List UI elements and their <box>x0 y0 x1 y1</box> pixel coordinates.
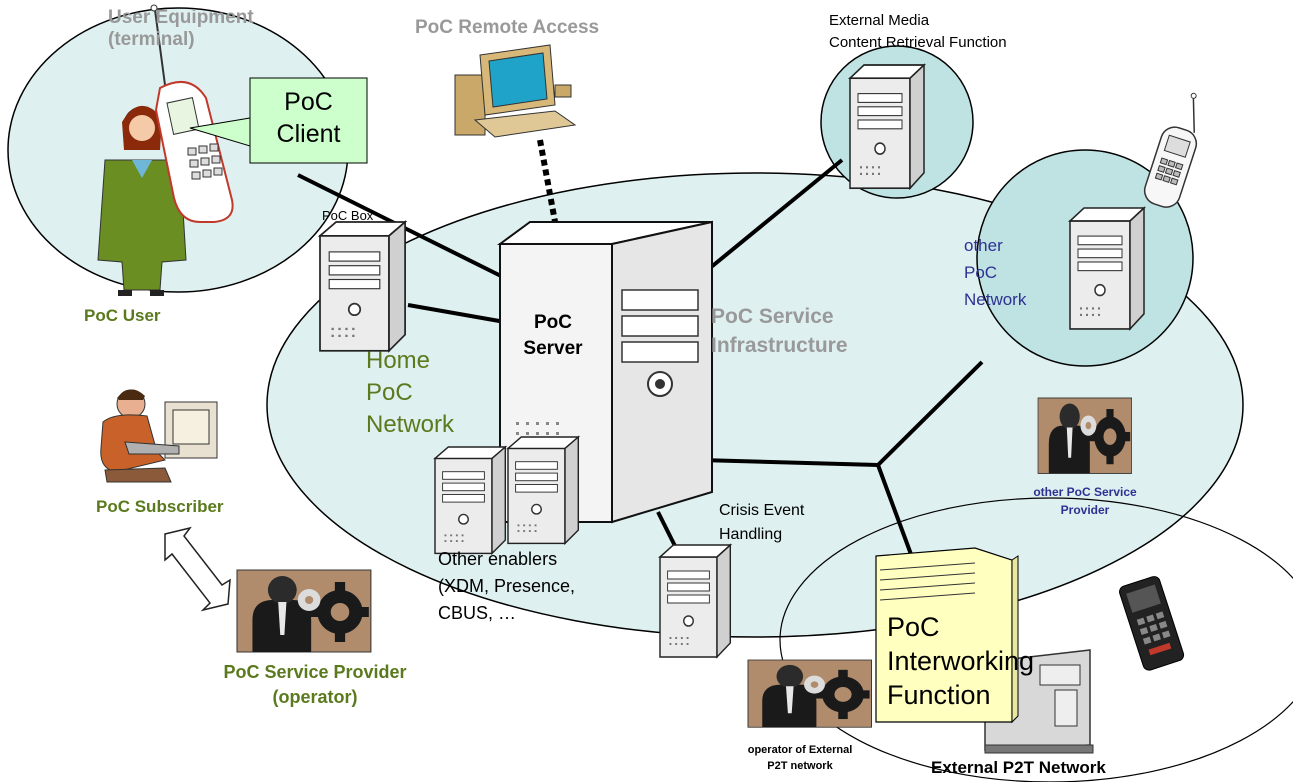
home-poc-network-line-1: Home <box>366 347 431 374</box>
crisis-event-line-1: Crisis Event <box>719 502 805 519</box>
external-p2t-network-area <box>779 497 1293 782</box>
gear-icon <box>747 659 872 728</box>
external-media-line-2: Content Retrieval Function <box>829 34 1007 51</box>
home-poc-network-line-2: PoC <box>366 379 413 406</box>
poc-server-line-1: PoC <box>534 312 572 333</box>
computer-icon <box>454 44 577 138</box>
mobile-phone-icon <box>150 4 234 223</box>
other-enablers-line-3: CBUS, … <box>438 603 517 623</box>
other-provider-line-2: Provider <box>1060 503 1110 517</box>
other-network-server-icon <box>1069 207 1145 330</box>
poc-interworking-line-3: Function <box>887 680 991 710</box>
poc-service-provider-line-1: PoC Service Provider <box>223 662 407 682</box>
poc-interworking-line-1: PoC <box>887 612 940 642</box>
poc-interworking-line-2: Interworking <box>887 646 1035 676</box>
other-poc-network-line-2: PoC <box>964 263 998 282</box>
other-enablers-line-2: (XDM, Presence, <box>438 576 576 596</box>
poc-server-line-2: Server <box>523 338 583 359</box>
subscriber-person-icon <box>100 389 218 483</box>
crisis-event-label: Crisis Event Handling <box>719 499 804 547</box>
other-enablers-label: Other enablers (XDM, Presence, CBUS, … <box>438 546 575 627</box>
poc-service-infra-line-1: PoC Service <box>711 305 834 328</box>
p2t-phone-icon <box>1119 576 1185 671</box>
operator-external-label: operator of External P2T network <box>725 742 875 774</box>
enabler-server-icon <box>507 436 580 545</box>
external-media-line-1: External Media <box>829 12 930 29</box>
external-media-server-icon <box>849 64 925 190</box>
other-enablers-line-1: Other enablers <box>438 549 558 569</box>
poc-service-infrastructure-label: PoC Service Infrastructure <box>711 302 848 360</box>
poc-client-line-2: Client <box>276 120 341 148</box>
crisis-server-icon <box>659 544 732 658</box>
user-equipment-label: User Equipment (terminal) <box>108 7 254 51</box>
service-provider-icon <box>236 569 372 653</box>
service-provider-icon <box>1037 397 1133 474</box>
other-poc-network-line-1: other <box>964 236 1003 255</box>
poc-service-provider-line-2: (operator) <box>272 687 358 707</box>
poc-service-provider-label: PoC Service Provider (operator) <box>190 660 440 710</box>
crisis-event-line-2: Handling <box>719 526 783 543</box>
operator-external-line-1: operator of External <box>747 744 853 756</box>
home-poc-network-line-3: Network <box>366 411 455 438</box>
other-poc-service-provider-label: other PoC Service Provider <box>1010 483 1160 519</box>
external-p2t-network-label: External P2T Network <box>931 758 1106 777</box>
enabler-server-icon <box>434 446 507 555</box>
operator-external-line-2: P2T network <box>767 760 833 772</box>
poc-client-label: PoC Client <box>250 86 367 150</box>
external-media-label: External Media Content Retrieval Functio… <box>829 10 1007 54</box>
poc-interworking-label: PoC Interworking Function <box>887 610 1034 712</box>
poc-box-server-icon <box>319 221 406 352</box>
poc-service-infra-line-2: Infrastructure <box>711 334 848 357</box>
poc-subscriber-label: PoC Subscriber <box>96 497 224 516</box>
mobile-phone-icon <box>1143 92 1198 208</box>
other-poc-network-label: other PoC Network <box>964 232 1026 313</box>
user-equipment-line-1: User Equipment <box>108 7 254 28</box>
poc-interworking-box <box>875 547 1019 724</box>
poc-user-label: PoC User <box>84 306 161 325</box>
poc-remote-access-label: PoC Remote Access <box>415 17 600 38</box>
poc-client-box <box>249 77 368 164</box>
user-equipment-line-2: (terminal) <box>108 29 195 50</box>
double-arrow-icon <box>164 526 231 612</box>
woman-user-icon <box>97 105 187 296</box>
poc-client-line-1: PoC <box>284 88 333 116</box>
poc-server-label: PoC Server <box>518 310 588 362</box>
other-poc-network-line-3: Network <box>964 290 1027 309</box>
other-provider-line-1: other PoC Service <box>1033 485 1137 499</box>
home-poc-network-label: Home PoC Network <box>366 345 454 441</box>
poc-box-label: PoC Box <box>322 208 374 223</box>
